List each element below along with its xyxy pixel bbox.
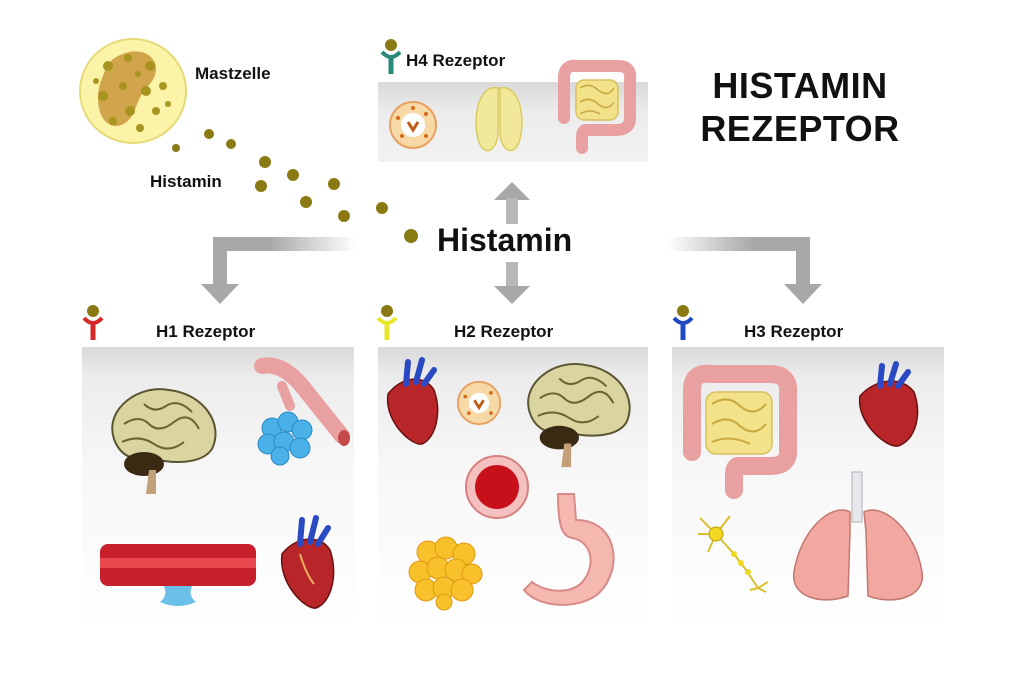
histamine-molecule-icon bbox=[338, 210, 350, 222]
histamine-molecule-icon bbox=[328, 178, 340, 190]
histamine-label: Histamin bbox=[150, 172, 222, 191]
blood-vessel-cross-section-icon bbox=[465, 455, 529, 519]
h3-receptor-icon bbox=[672, 305, 694, 340]
histamine-molecule-icon bbox=[259, 156, 271, 168]
lungs-icon bbox=[793, 471, 923, 601]
blood-vessel-icon bbox=[100, 544, 256, 606]
h3-receptor-label: H3 Rezeptor bbox=[744, 322, 844, 341]
thymus-icon bbox=[475, 87, 523, 152]
histamine-molecule-icon bbox=[300, 196, 312, 208]
h4-receptor-icon bbox=[380, 39, 402, 74]
histamine-molecule-icon bbox=[287, 169, 299, 181]
histamine-molecule-icon bbox=[226, 139, 236, 149]
fat-cells-icon bbox=[408, 536, 483, 611]
histamine-molecule-icon bbox=[404, 229, 418, 243]
arrow-to-h4 bbox=[494, 182, 530, 224]
arrow-to-h1 bbox=[201, 237, 355, 304]
intestine-icon-h4 bbox=[558, 59, 637, 154]
heart-icon-h1 bbox=[281, 515, 335, 609]
arrow-to-h2 bbox=[494, 262, 530, 304]
histamine-molecule-icon bbox=[172, 144, 180, 152]
title-line-1: HISTAMIN bbox=[712, 65, 888, 106]
histamine-molecules bbox=[172, 129, 418, 243]
immune-cell-icon-h2 bbox=[456, 380, 502, 426]
histamine-molecule-icon bbox=[255, 180, 267, 192]
intestine-icon-h3 bbox=[683, 364, 798, 499]
histamine-molecule-icon bbox=[204, 129, 214, 139]
stomach-icon bbox=[522, 493, 615, 606]
heart-icon-h2 bbox=[387, 357, 439, 445]
h4-receptor-label: H4 Rezeptor bbox=[406, 51, 506, 70]
brain-icon-h2 bbox=[527, 362, 631, 468]
mast-cell-label: Mastzelle bbox=[195, 64, 271, 83]
brain-icon-h1 bbox=[111, 388, 217, 494]
heart-icon-h3 bbox=[859, 361, 919, 447]
histamine-molecule-icon bbox=[376, 202, 388, 214]
neuron-icon bbox=[698, 515, 769, 593]
h1-receptor-label: H1 Rezeptor bbox=[156, 322, 256, 341]
h2-receptor-icon bbox=[376, 305, 398, 340]
page-title: HISTAMIN REZEPTOR bbox=[700, 64, 900, 150]
h1-receptor-icon bbox=[82, 305, 104, 340]
immune-cell-icon bbox=[389, 101, 437, 149]
lung-alveoli-icon bbox=[254, 357, 350, 466]
center-histamin-label: Histamin bbox=[437, 222, 573, 258]
h2-receptor-label: H2 Rezeptor bbox=[454, 322, 554, 341]
mast-cell-icon bbox=[79, 38, 187, 144]
title-line-2: REZEPTOR bbox=[700, 108, 900, 150]
arrow-to-h3 bbox=[668, 237, 822, 304]
